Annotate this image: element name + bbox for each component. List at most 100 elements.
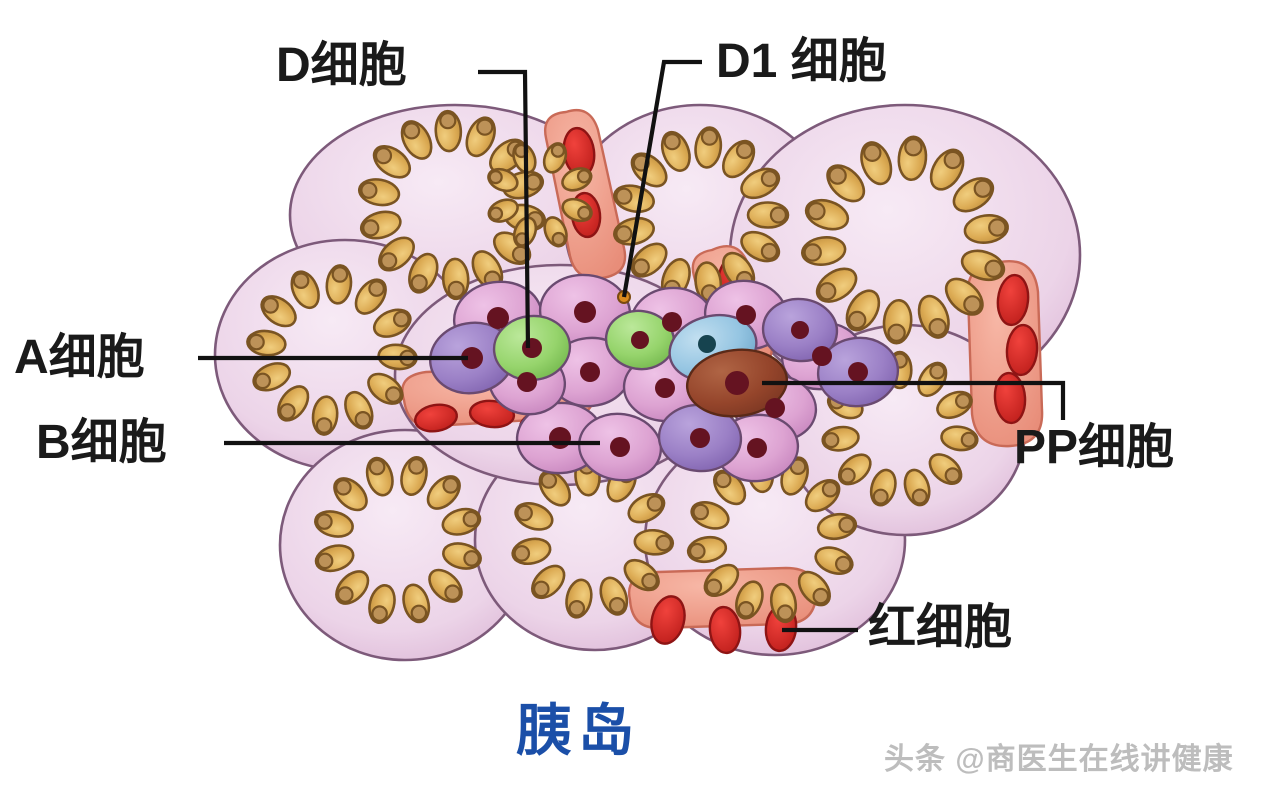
acinar-nucleus — [316, 552, 334, 570]
acinar-nucleus — [447, 280, 465, 298]
acinar-nucleus — [960, 431, 977, 448]
acinar-nucleus — [371, 605, 388, 622]
watermark: 头条 @商医生在线讲健康 — [884, 743, 1234, 776]
acinar-nucleus — [954, 393, 971, 410]
acinar-nucleus — [568, 599, 586, 617]
label-red-blood-cell: 红细胞 — [868, 601, 1013, 654]
acinar-nucleus — [403, 122, 421, 140]
acinar-nucleus — [374, 147, 393, 165]
acinar-nucleus — [385, 386, 402, 403]
acinar-nucleus — [315, 417, 333, 434]
acinar-nucleus — [410, 604, 428, 622]
label-a-cell: A细胞 — [14, 331, 145, 384]
islet-nuclei — [461, 290, 868, 458]
acinar-nucleus — [576, 169, 592, 184]
acinar-nucleus — [988, 218, 1007, 237]
acinar-nucleus — [410, 274, 428, 292]
acinar-nucleus — [984, 259, 1003, 278]
acinar-nucleus — [872, 488, 889, 505]
acinar-nucleus — [714, 471, 732, 489]
acinar-nucleus — [973, 179, 993, 198]
acinar-nucleus — [839, 467, 856, 484]
acinar-nucleus — [646, 495, 664, 512]
acinar-nucleus — [462, 510, 480, 528]
acinar-nucleus — [760, 170, 779, 188]
acinar-nucleus — [929, 363, 946, 380]
acinar-nucleus — [408, 458, 425, 475]
acinar-cells — [246, 109, 1009, 624]
acinar-nucleus — [360, 181, 378, 199]
acinar-nucleus — [776, 604, 794, 621]
acinar-nucleus — [577, 205, 592, 220]
acinar-nucleus — [248, 333, 265, 351]
acinar-nucleus — [551, 231, 566, 247]
acinar-nucleus — [442, 477, 459, 494]
acinar-nucleus — [828, 166, 847, 185]
acinar-nucleus — [488, 170, 503, 185]
acinar-nucleus — [818, 282, 837, 301]
acinar-nucleus — [692, 503, 709, 521]
acinar-nucleus — [928, 318, 947, 337]
acinar-nucleus — [488, 206, 504, 221]
acinar-nucleus — [904, 137, 923, 157]
acinar-nucleus — [963, 295, 982, 314]
label-b-cell: B细胞 — [36, 416, 167, 469]
acinar-nucleus — [331, 266, 349, 283]
acinar-nucleus — [760, 242, 779, 260]
acinar-nucleus — [911, 488, 928, 505]
acinar-nucleus — [476, 118, 494, 136]
leader-pp-cell — [762, 380, 1066, 420]
acinar-nucleus — [823, 432, 840, 449]
acinar-nucleus — [316, 513, 333, 530]
acinar-nucleus — [737, 600, 755, 618]
acinar-nucleus — [848, 310, 867, 330]
acinar-nucleus — [380, 252, 398, 270]
acinar-nucleus — [532, 580, 550, 598]
acinar-nucleus — [887, 323, 906, 342]
acinar-nucleus — [516, 504, 533, 522]
label-d-cell: D细胞 — [276, 39, 407, 92]
acinar-nucleus — [292, 272, 310, 289]
acinar-nucleus — [688, 542, 706, 560]
acinar-nucleus — [615, 225, 633, 243]
acinar-nucleus — [943, 150, 963, 170]
acinar-nucleus — [540, 472, 558, 489]
acinar-nucleus — [821, 480, 839, 498]
acinar-nucleus — [550, 143, 566, 158]
acinar-nucleus — [769, 206, 788, 224]
acinar-nucleus — [632, 258, 650, 276]
acinar-nucleus — [944, 467, 961, 484]
acinar-nucleus — [863, 143, 882, 162]
acinar-nucleus — [700, 128, 719, 146]
acinar-nucleus — [368, 280, 385, 297]
acinar-nucleus — [807, 201, 826, 221]
acinar-nucleus — [392, 310, 410, 328]
leader-lines — [198, 59, 1066, 633]
acinar-nucleus — [834, 555, 852, 573]
acinar-nucleus — [439, 112, 457, 130]
acinar-nucleus — [812, 587, 830, 605]
acinar-nucleus — [803, 243, 822, 262]
label-pp-cell: PP细胞 — [1014, 421, 1175, 474]
acinar-nucleus — [336, 586, 354, 603]
acinar-nucleus — [608, 596, 626, 614]
acinar-nucleus — [838, 516, 855, 534]
acinar-nucleus — [335, 478, 352, 496]
acinar-nucleus — [655, 534, 672, 552]
acinar-nucleus — [368, 458, 386, 476]
label-d1-cell: D1 细胞 — [716, 35, 887, 88]
acinar-nucleus — [463, 550, 480, 567]
acinar-nucleus — [444, 584, 461, 601]
acinar-nucleus — [279, 403, 296, 420]
acinar-nucleus — [262, 297, 279, 314]
acinar-nucleus — [615, 187, 633, 205]
acinar-nucleus — [663, 133, 681, 151]
acinar-nucleus — [254, 372, 272, 390]
acinar-nucleus — [513, 545, 531, 562]
acinar-nucleus — [735, 141, 754, 160]
acinar-nucleus — [354, 410, 372, 428]
leader-d-cell — [478, 69, 531, 349]
leader-d1-cell — [621, 59, 702, 298]
figure-title: 胰岛 — [516, 699, 640, 762]
